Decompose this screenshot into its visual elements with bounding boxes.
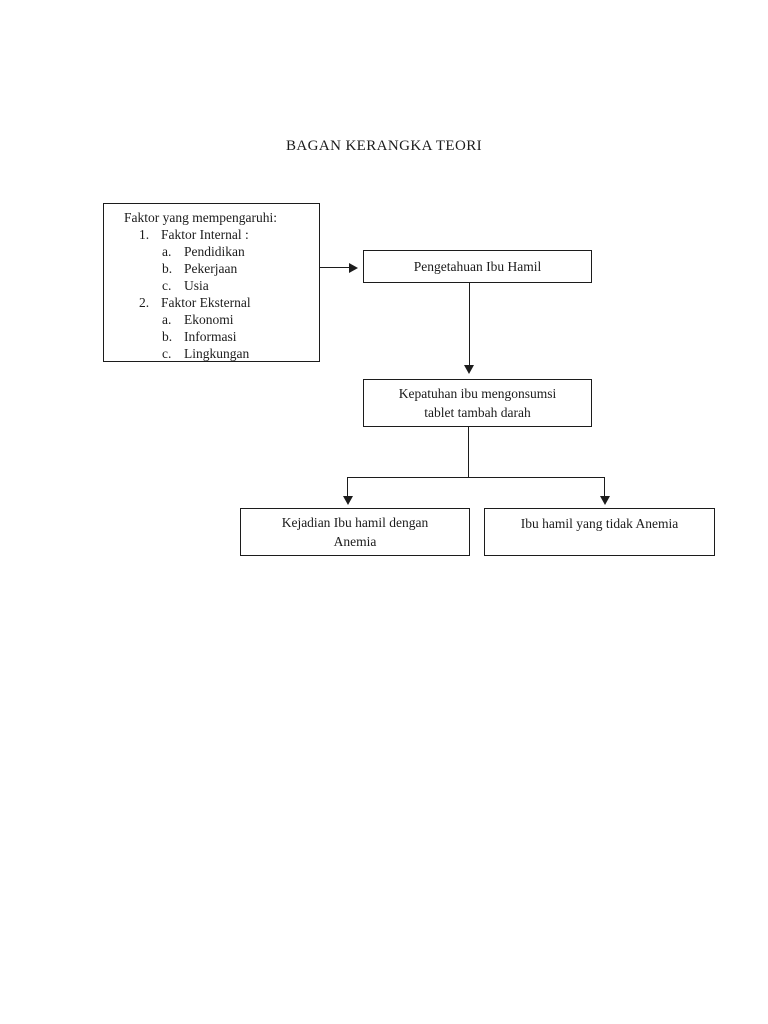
list-label: Pekerjaan <box>184 261 238 276</box>
arrowhead-right-icon <box>349 263 358 273</box>
list-marker: a. <box>162 312 172 327</box>
connector-kepatuhan-stem <box>468 427 469 478</box>
list-item: a. Pendidikan <box>104 243 319 260</box>
node-pengetahuan-ibu-hamil: Pengetahuan Ibu Hamil <box>363 250 592 283</box>
list-marker: 1. <box>139 227 150 242</box>
connector-factors-to-pengetahuan <box>320 267 350 268</box>
node-label: Pengetahuan Ibu Hamil <box>413 258 542 274</box>
list-label: Informasi <box>184 329 237 344</box>
list-marker: a. <box>162 244 172 259</box>
list-marker: b. <box>162 329 173 344</box>
list-item: c. Usia <box>104 277 319 294</box>
node-label: Kejadian Ibu hamil dengan Anemia <box>281 515 429 549</box>
node-label: Kepatuhan ibu mengonsumsi tablet tambah … <box>398 386 557 420</box>
connector-pengetahuan-to-kepatuhan <box>469 283 470 365</box>
list-label: Pendidikan <box>184 244 245 259</box>
list-item: b. Informasi <box>104 328 319 345</box>
list-marker: c. <box>162 278 172 293</box>
page-title: BAGAN KERANGKA TEORI <box>285 138 483 154</box>
node-kepatuhan-tablet: Kepatuhan ibu mengonsumsi tablet tambah … <box>363 379 592 427</box>
list-marker: b. <box>162 261 173 276</box>
node-tidak-anemia: Ibu hamil yang tidak Anemia <box>484 508 715 556</box>
connector-branch-right <box>604 477 605 497</box>
list-item: b. Pekerjaan <box>104 260 319 277</box>
list-item: 2. Faktor Eksternal <box>104 294 319 311</box>
list-item: 1. Faktor Internal : <box>104 226 319 243</box>
node-kejadian-anemia: Kejadian Ibu hamil dengan Anemia <box>240 508 470 556</box>
list-label: Ekonomi <box>184 312 234 327</box>
list-label: Faktor Internal : <box>161 227 249 242</box>
list-item: a. Ekonomi <box>104 311 319 328</box>
list-item: c. Lingkungan <box>104 345 319 362</box>
node-factors: Faktor yang mempengaruhi: 1. Faktor Inte… <box>103 203 320 362</box>
connector-branch <box>347 477 605 478</box>
arrowhead-down-icon <box>464 365 474 374</box>
list-marker: 2. <box>139 295 150 310</box>
list-marker: c. <box>162 346 172 361</box>
factors-heading: Faktor yang mempengaruhi: <box>124 210 277 225</box>
connector-branch-left <box>347 477 348 497</box>
list-label: Usia <box>184 278 209 293</box>
arrowhead-down-icon <box>343 496 353 505</box>
node-label: Ibu hamil yang tidak Anemia <box>520 516 679 531</box>
list-label: Faktor Eksternal <box>161 295 251 310</box>
arrowhead-down-icon <box>600 496 610 505</box>
list-label: Lingkungan <box>184 346 250 361</box>
